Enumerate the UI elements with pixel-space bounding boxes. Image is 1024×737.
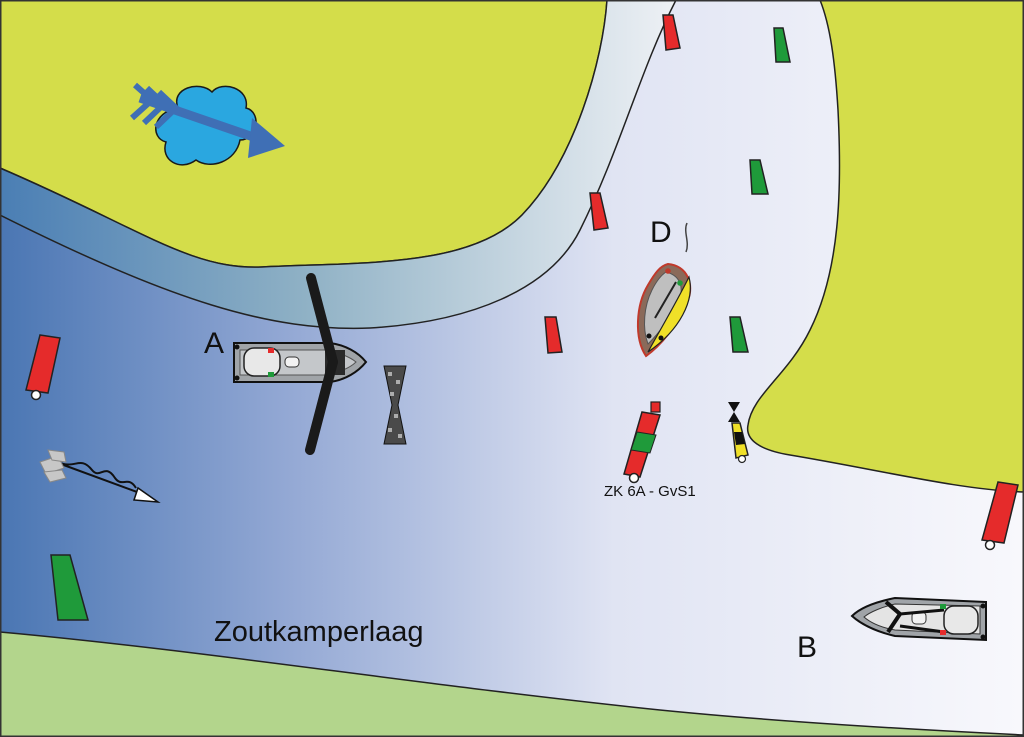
- port-buoy: [589, 192, 609, 231]
- vessel-b: [850, 596, 987, 642]
- starboard-buoy: [749, 159, 769, 195]
- hourglass-sound-signal-icon: [383, 365, 407, 445]
- wind-arrow-icon: [129, 82, 285, 166]
- bifurcation-buoy: [623, 401, 661, 484]
- vessel-label-a: A: [204, 327, 224, 360]
- current-arrow-icon: [39, 449, 161, 503]
- land-south: [0, 631, 1024, 737]
- starboard-buoy: [773, 27, 791, 63]
- port-buoy: [662, 14, 681, 51]
- starboard-buoy: [729, 316, 749, 353]
- port-buoy: [544, 316, 563, 354]
- port-buoy: [25, 334, 61, 401]
- starboard-buoy: [50, 554, 89, 621]
- port-buoys: [25, 14, 1019, 551]
- place-name-label: Zoutkamperlaag: [214, 616, 424, 648]
- buoy-label: ZK 6A - GvS1: [604, 483, 696, 500]
- vessel-d: [636, 222, 692, 358]
- vessel-a: [233, 273, 368, 455]
- starboard-buoys: [50, 27, 791, 621]
- port-buoy: [981, 481, 1019, 551]
- land-northeast: [746, 0, 1024, 493]
- cardinal-buoy-icon: [728, 402, 749, 464]
- vessel-label-b: B: [797, 631, 817, 664]
- vessel-label-d: D: [650, 216, 672, 249]
